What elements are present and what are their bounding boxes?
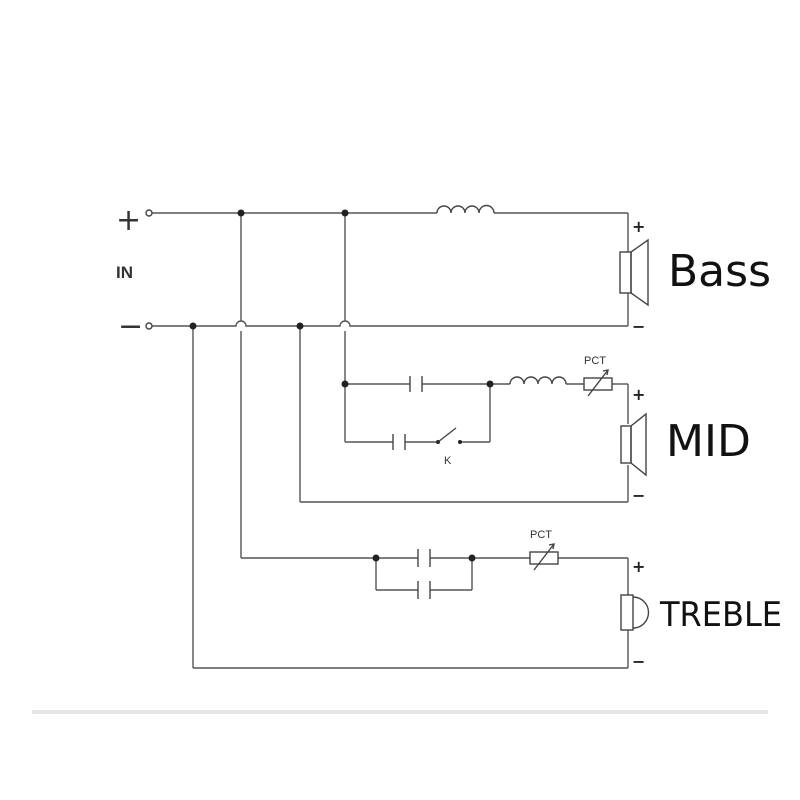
mid-switch-label: K <box>444 455 452 467</box>
bass-inductor-icon <box>436 204 495 214</box>
bass-minus-label: − <box>632 317 645 336</box>
wires <box>152 212 629 669</box>
input-negative-terminal <box>145 322 153 330</box>
junction-dot <box>237 209 245 217</box>
junctions <box>189 209 494 562</box>
junction-dot <box>296 322 304 330</box>
mid-pct-label: PCT <box>584 355 606 367</box>
input-terminals: + IN − <box>116 203 153 344</box>
mid-plus-label: + <box>632 385 645 404</box>
bass-plus-label: + <box>632 217 645 236</box>
treble-pct-thermistor-icon <box>529 543 559 571</box>
treble-pct-label: PCT <box>530 529 552 541</box>
treble-plus-label: + <box>632 557 645 576</box>
mid-capacitor-bottom-icon <box>392 434 406 450</box>
input-plus-label: + <box>116 203 141 238</box>
treble-capacitor-bottom-icon <box>417 581 431 599</box>
junction-dot <box>486 380 494 388</box>
mid-minus-label: − <box>632 486 645 505</box>
input-label: IN <box>116 263 133 282</box>
mid-speaker-icon <box>620 412 647 477</box>
bottom-divider <box>32 710 768 714</box>
mid-capacitor-top-icon <box>409 376 423 392</box>
treble-speaker-icon <box>620 594 650 631</box>
negative-rail-wire <box>152 320 628 327</box>
mid-switch-icon <box>436 427 462 444</box>
junction-dot <box>341 209 349 217</box>
mid-pct-thermistor-icon <box>583 369 613 397</box>
treble-minus-label: − <box>632 652 645 671</box>
input-positive-terminal <box>145 209 153 217</box>
bass-label: Bass <box>668 246 771 297</box>
treble-capacitor-top-icon <box>417 549 431 567</box>
junction-dot <box>468 554 476 562</box>
bass-speaker-icon <box>619 238 649 307</box>
junction-dot <box>372 554 380 562</box>
treble-label: TREBLE <box>659 595 782 635</box>
junction-dot <box>189 322 197 330</box>
input-minus-label: − <box>118 309 143 344</box>
junction-dot <box>341 380 349 388</box>
mid-inductor-icon <box>509 376 567 385</box>
mid-label: MID <box>666 416 751 467</box>
